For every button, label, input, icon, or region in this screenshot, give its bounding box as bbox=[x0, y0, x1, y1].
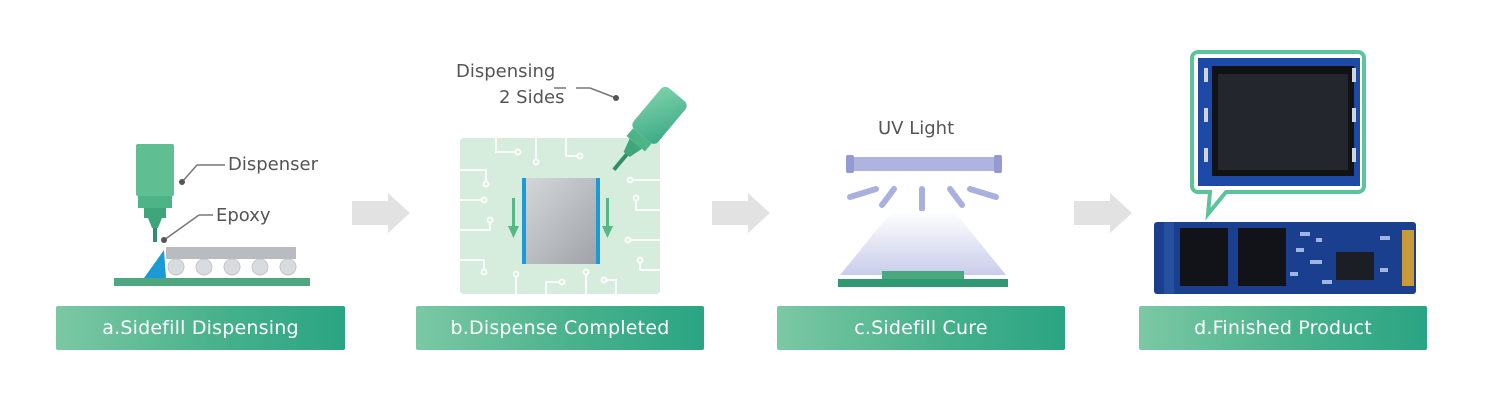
sidefill-cure-illustration bbox=[838, 155, 1008, 287]
dispensing-label-line2: 2 Sides bbox=[499, 87, 565, 108]
dispense-completed-illustration bbox=[460, 86, 687, 294]
epoxy-right bbox=[596, 178, 600, 264]
epoxy-label: Epoxy bbox=[216, 205, 271, 226]
step-caption-sidefill-dispensing: a.Sidefill Dispensing bbox=[56, 306, 345, 350]
flow-arrows bbox=[508, 198, 613, 238]
finished-product-illustration bbox=[1154, 50, 1416, 294]
step-arrow-icon bbox=[1074, 193, 1132, 233]
uv-beam bbox=[840, 211, 1006, 275]
dispenser-nozzle-icon bbox=[612, 86, 687, 172]
epoxy-left bbox=[522, 178, 526, 264]
sidefill-dispensing-illustration bbox=[114, 144, 310, 286]
dispenser-nozzle-icon bbox=[136, 144, 174, 242]
solder-balls bbox=[167, 258, 297, 276]
step-arrow-icon bbox=[712, 193, 770, 233]
cured-chip bbox=[882, 271, 964, 279]
dispenser-label: Dispenser bbox=[228, 154, 318, 175]
substrate bbox=[114, 278, 310, 286]
step-arrow-icon bbox=[352, 193, 410, 233]
die bbox=[166, 247, 296, 259]
pcb-traces bbox=[460, 138, 660, 294]
step-caption-dispense-completed: b.Dispense Completed bbox=[416, 306, 704, 350]
epoxy-fill bbox=[144, 250, 166, 278]
step-caption-sidefill-cure: c.Sidefill Cure bbox=[777, 306, 1065, 350]
uv-rays bbox=[847, 186, 999, 212]
chip bbox=[524, 178, 598, 264]
dispensing-label-line1: Dispensing bbox=[456, 61, 556, 82]
ssd-module-icon bbox=[1154, 222, 1416, 294]
uv-light-label: UV Light bbox=[878, 118, 955, 139]
uv-lamp-icon bbox=[846, 155, 1002, 173]
cure-substrate bbox=[838, 279, 1008, 287]
step-caption-finished-product: d.Finished Product bbox=[1139, 306, 1427, 350]
